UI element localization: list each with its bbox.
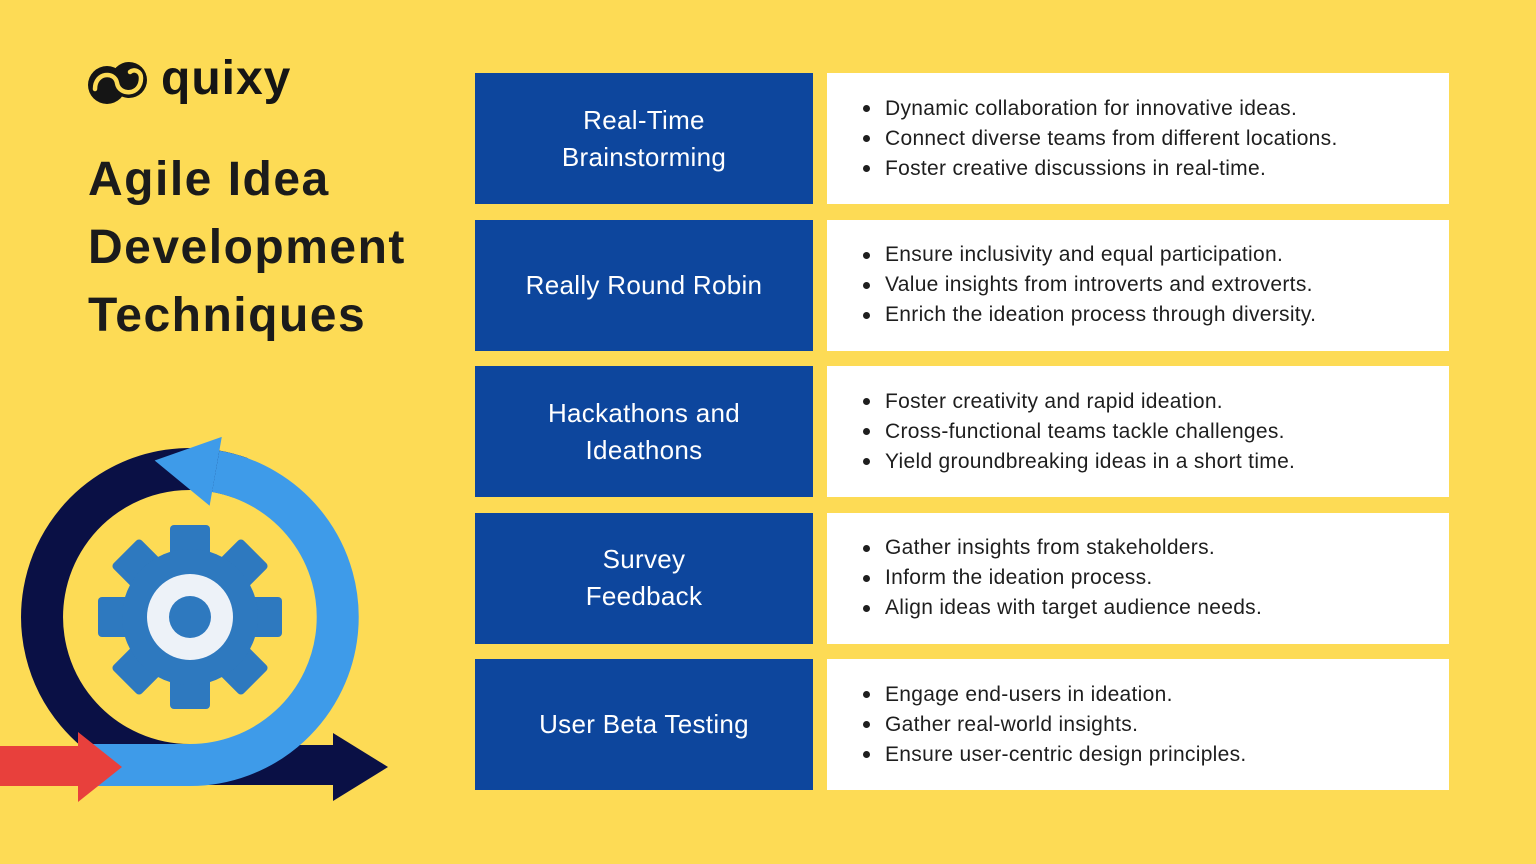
technique-label: User Beta Testing <box>539 706 749 743</box>
bullet-item: Foster creativity and rapid ideation. <box>861 387 1449 417</box>
brand-name: quixy <box>161 52 292 105</box>
technique-label-line: Brainstorming <box>561 141 727 172</box>
technique-details: Gather insights from stakeholders.Inform… <box>827 512 1449 644</box>
bullet-item: Enrich the ideation process through dive… <box>861 300 1449 330</box>
technique-label-line: Feedback <box>585 581 703 611</box>
incoming-arrow-red <box>0 732 122 802</box>
bullet-item: Foster creative discussions in real-time… <box>861 154 1449 184</box>
technique-bullets: Dynamic collaboration for innovative ide… <box>861 94 1449 184</box>
title-line-3: Techniques <box>88 289 367 342</box>
technique-label: Really Round Robin <box>526 267 763 304</box>
technique-box: User Beta Testing <box>475 659 813 790</box>
technique-bullets: Foster creativity and rapid ideation.Cro… <box>861 387 1449 477</box>
bullet-item: Ensure user-centric design principles. <box>861 740 1449 770</box>
bullet-item: Align ideas with target audience needs. <box>861 593 1449 623</box>
technique-label-line: Survey <box>602 544 686 574</box>
technique-bullets: Engage end-users in ideation.Gather real… <box>861 680 1449 770</box>
title-line-2: Development <box>88 221 406 274</box>
technique-details: Engage end-users in ideation.Gather real… <box>827 659 1449 790</box>
bullet-item: Gather insights from stakeholders. <box>861 533 1449 563</box>
technique-details: Dynamic collaboration for innovative ide… <box>827 73 1449 204</box>
technique-details: Foster creativity and rapid ideation.Cro… <box>827 366 1449 497</box>
agile-sprint-icon <box>0 436 388 802</box>
bullet-item: Gather real-world insights. <box>861 710 1449 740</box>
sprint-loop-blue <box>92 450 359 786</box>
technique-bullets: Gather insights from stakeholders.Inform… <box>861 533 1449 623</box>
technique-label-line: Hackathons and <box>547 397 741 428</box>
infinity-icon <box>88 62 147 104</box>
technique-details: Ensure inclusivity and equal participati… <box>827 219 1449 351</box>
bullet-item: Dynamic collaboration for innovative ide… <box>861 94 1449 124</box>
bullet-item: Ensure inclusivity and equal participati… <box>861 240 1449 270</box>
page-title: Agile Idea Development Techniques <box>88 146 406 350</box>
bullet-item: Inform the ideation process. <box>861 563 1449 593</box>
technique-label-line: Really Round Robin <box>525 269 763 300</box>
logo: quixy <box>86 52 292 108</box>
technique-label-line: User Beta Testing <box>539 709 749 739</box>
technique-row-2: Really Round Robin Ensure inclusivity an… <box>475 219 1449 351</box>
loop-arrowhead-blue <box>154 436 222 506</box>
bullet-item: Value insights from introverts and extro… <box>861 270 1449 300</box>
technique-row-5: User Beta Testing Engage end-users in id… <box>475 659 1449 790</box>
bullet-item: Engage end-users in ideation. <box>861 680 1449 710</box>
technique-label-line: Real-Time <box>583 104 705 135</box>
gear-icon <box>98 525 282 709</box>
bullet-item: Yield groundbreaking ideas in a short ti… <box>861 447 1449 477</box>
technique-label-line: Ideathons <box>585 434 703 465</box>
title-line-1: Agile Idea <box>88 153 330 206</box>
bullet-item: Connect diverse teams from different loc… <box>861 124 1449 154</box>
bullet-item: Cross-functional teams tackle challenges… <box>861 417 1449 447</box>
technique-bullets: Ensure inclusivity and equal participati… <box>861 240 1449 330</box>
technique-box: Really Round Robin <box>475 219 813 351</box>
